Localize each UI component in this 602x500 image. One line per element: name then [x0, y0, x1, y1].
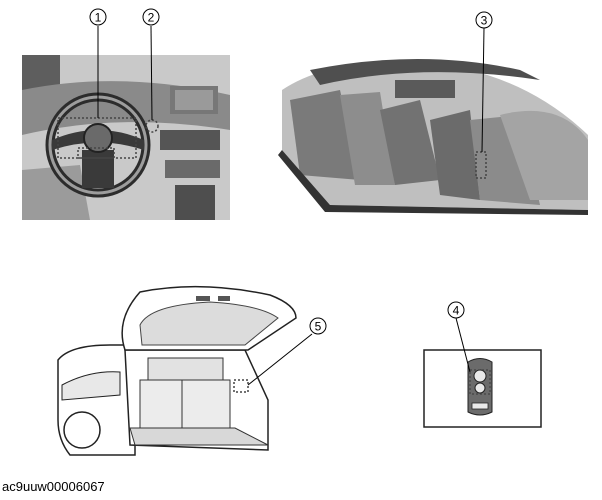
- interior-view: [278, 59, 588, 215]
- callout-4-marker: [447, 301, 465, 319]
- dashboard-view: [22, 55, 230, 220]
- callout-3-label: 3: [481, 14, 488, 28]
- callout-1-label: 1: [95, 11, 102, 25]
- image-id-caption: ac9uuw00006067: [2, 479, 105, 494]
- callout-4-label: 4: [453, 304, 460, 318]
- liftgate-view: [57, 285, 297, 456]
- callout-2-label: 2: [148, 11, 155, 25]
- callout-1-marker: [89, 8, 107, 26]
- key-fob-icon: [467, 358, 493, 416]
- callout-5-label: 5: [315, 320, 322, 334]
- callout-3-marker: [475, 11, 493, 29]
- key-fob-view: [423, 349, 542, 428]
- callout-5-marker: [309, 317, 327, 335]
- callout-2-marker: [142, 8, 160, 26]
